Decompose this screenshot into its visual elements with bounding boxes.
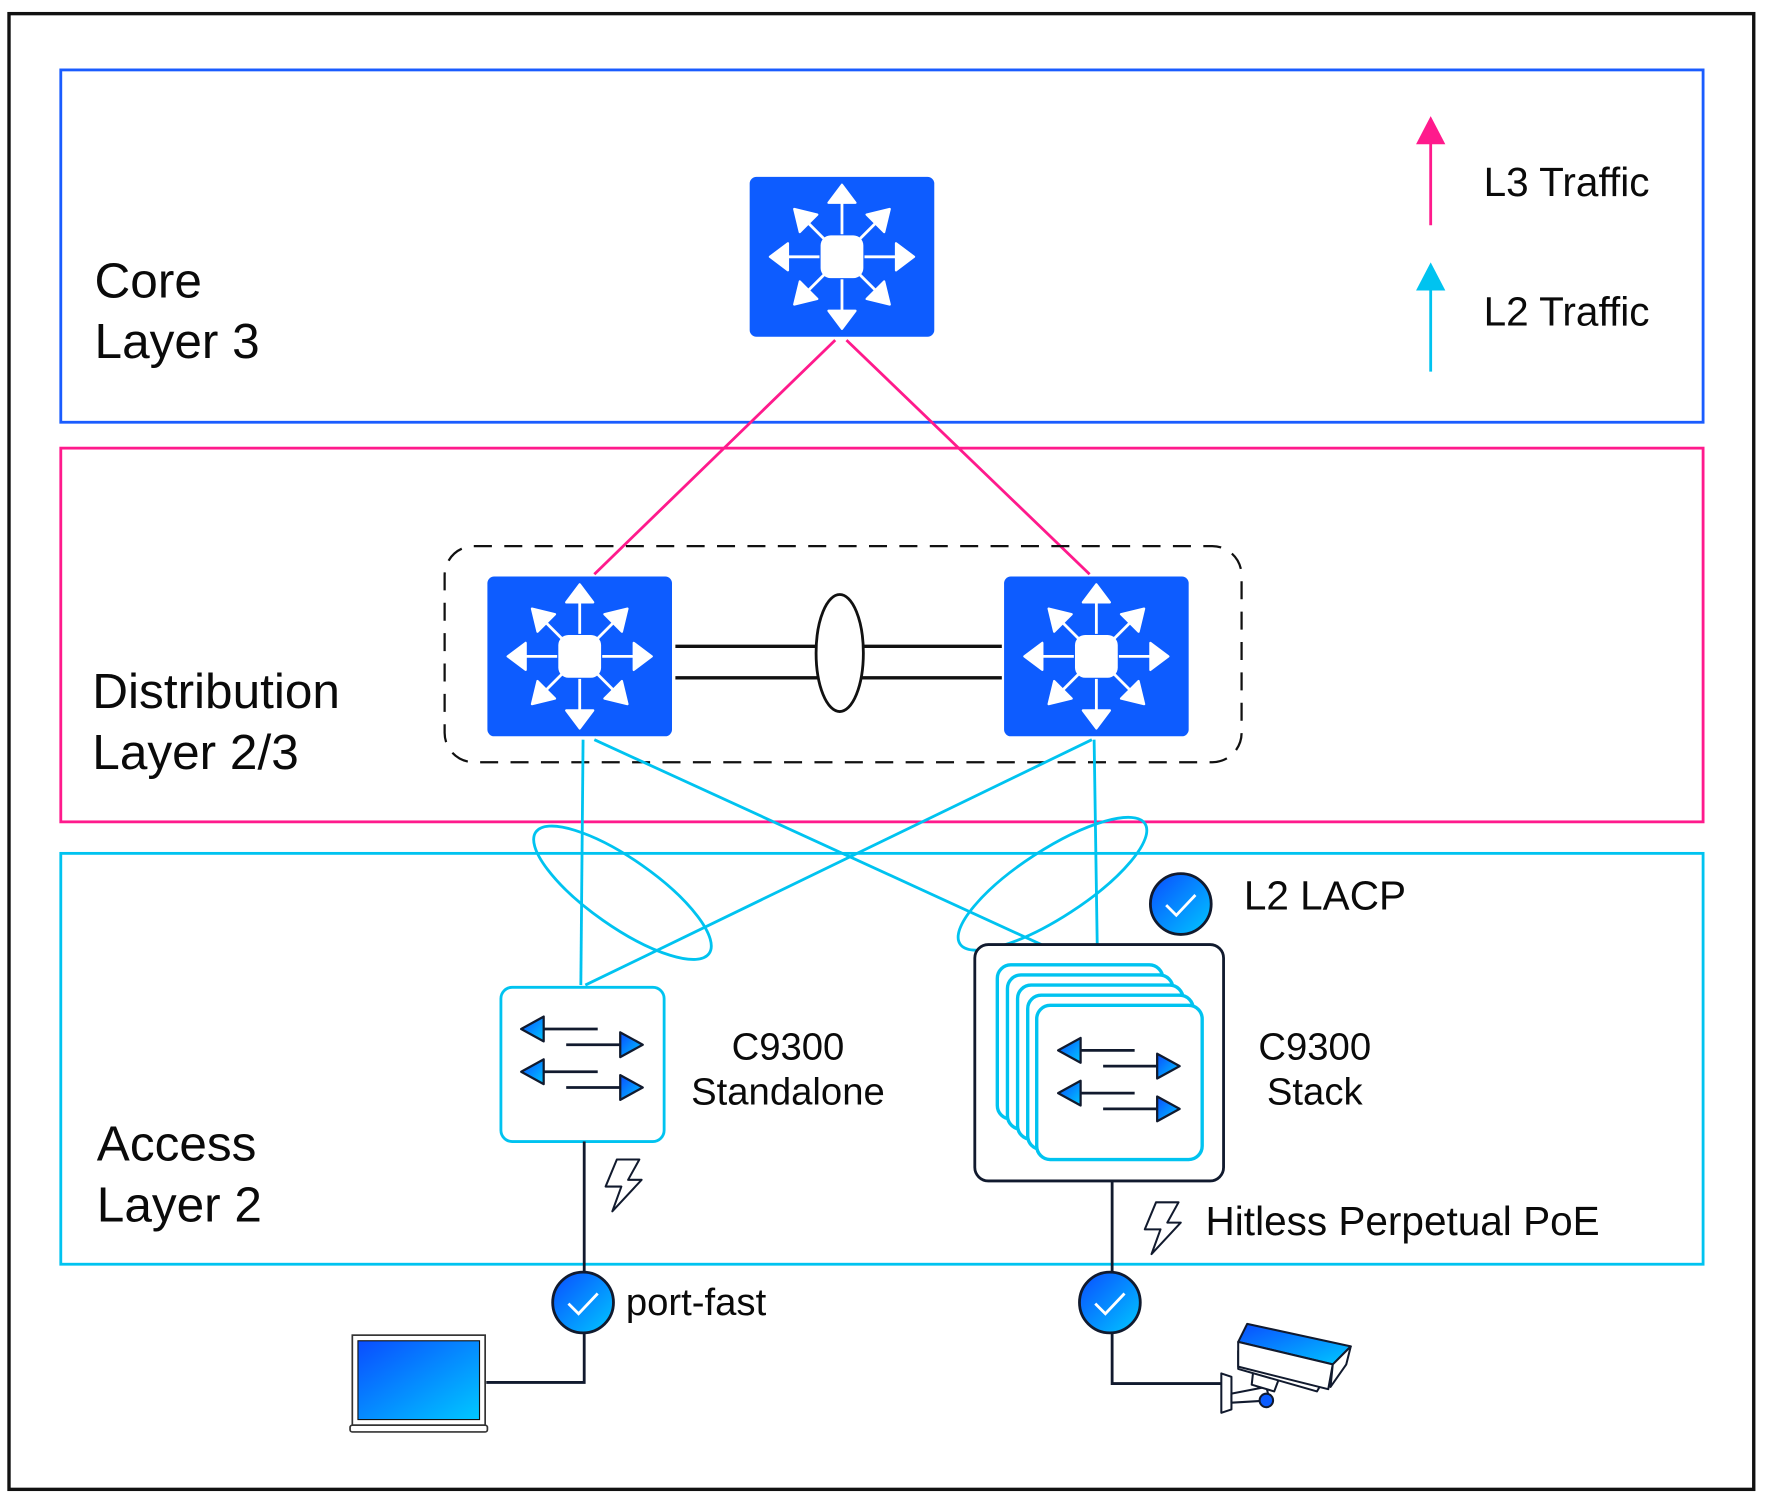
arrow-icon — [1119, 679, 1146, 706]
l3-link-left — [593, 339, 837, 576]
standalone-label-2: Standalone — [691, 1070, 885, 1113]
distribution-switch-left — [487, 576, 673, 737]
arrow-icon — [865, 280, 891, 306]
stack-label-1: C9300 — [1258, 1025, 1371, 1068]
poe-label: Hitless Perpetual PoE — [1206, 1198, 1600, 1244]
portfast-label: port-fast — [626, 1281, 767, 1324]
camera-icon — [1220, 1322, 1352, 1414]
standalone-label-1: C9300 — [732, 1025, 845, 1068]
standalone-switch — [499, 985, 666, 1143]
arrow-icon — [1119, 607, 1146, 633]
arrow-icon — [793, 207, 819, 234]
arrow-icon — [632, 641, 653, 672]
arrow-icon — [793, 280, 819, 306]
l2-uplinks — [532, 738, 1149, 987]
arrow-icon — [768, 242, 790, 272]
core-layer-box — [59, 68, 1705, 424]
lightning-icon — [1143, 1201, 1182, 1256]
l3-link-right — [845, 339, 1091, 576]
arrow-icon — [603, 607, 629, 633]
arrow-icon — [1047, 607, 1073, 633]
arrow-icon — [506, 641, 527, 672]
arrow-up-icon — [1416, 116, 1446, 145]
distribution-switch-right — [1004, 576, 1189, 737]
distribution-label-2: Layer 2/3 — [92, 725, 298, 780]
distribution-layer-box — [59, 446, 1705, 824]
arrow-icon — [565, 709, 595, 730]
lightning-icon — [604, 1158, 643, 1213]
outer-frame — [7, 11, 1756, 1492]
access-label-1: Access — [97, 1117, 257, 1172]
arrow-icon — [894, 242, 916, 272]
arrow-icon — [1023, 641, 1044, 672]
arrow-icon — [827, 309, 857, 330]
stackwise-virtual-group — [443, 544, 1243, 764]
svl-bundle — [814, 593, 865, 713]
distribution-label-1: Distribution — [92, 664, 340, 719]
check-circle-icon — [1148, 872, 1213, 936]
arrow-icon — [530, 679, 557, 706]
arrow-icon — [565, 583, 595, 604]
arrow-icon — [1081, 709, 1112, 730]
svg-text:L2 Traffic: L2 Traffic — [1484, 288, 1650, 334]
arrow-icon — [1081, 583, 1112, 604]
arrow-icon — [865, 207, 891, 234]
core-label-2: Layer 3 — [95, 314, 260, 369]
lacp-label: L2 LACP — [1244, 873, 1406, 919]
arrow-icon — [1149, 641, 1170, 672]
arrow-up-icon — [1416, 262, 1446, 291]
arrow-icon — [1047, 679, 1073, 706]
layer2-switch-icon — [520, 1015, 644, 1102]
laptop-icon — [349, 1334, 489, 1433]
arrow-icon — [827, 183, 857, 204]
access-links — [486, 1141, 1225, 1385]
stack-member — [1035, 1003, 1204, 1162]
lacp-bundle-right — [956, 815, 1149, 952]
arrow-icon — [603, 679, 629, 706]
legend-l3: L3 Traffic — [1416, 116, 1650, 226]
check-circle-icon — [1078, 1270, 1142, 1335]
svg-text:L3 Traffic: L3 Traffic — [1484, 159, 1650, 205]
legend-l2: L2 Traffic — [1416, 262, 1650, 372]
access-label-2: Layer 2 — [97, 1177, 262, 1232]
arrow-icon — [530, 607, 557, 633]
core-label-1: Core — [95, 253, 202, 308]
layer2-switch-icon — [1056, 1036, 1181, 1123]
stack-members — [995, 963, 1204, 1162]
check-circle-icon — [551, 1270, 615, 1335]
core-switch — [749, 176, 935, 337]
stack-label-2: Stack — [1267, 1070, 1364, 1113]
access-layer-box — [59, 851, 1705, 1266]
lacp-bundle-left — [532, 824, 713, 961]
